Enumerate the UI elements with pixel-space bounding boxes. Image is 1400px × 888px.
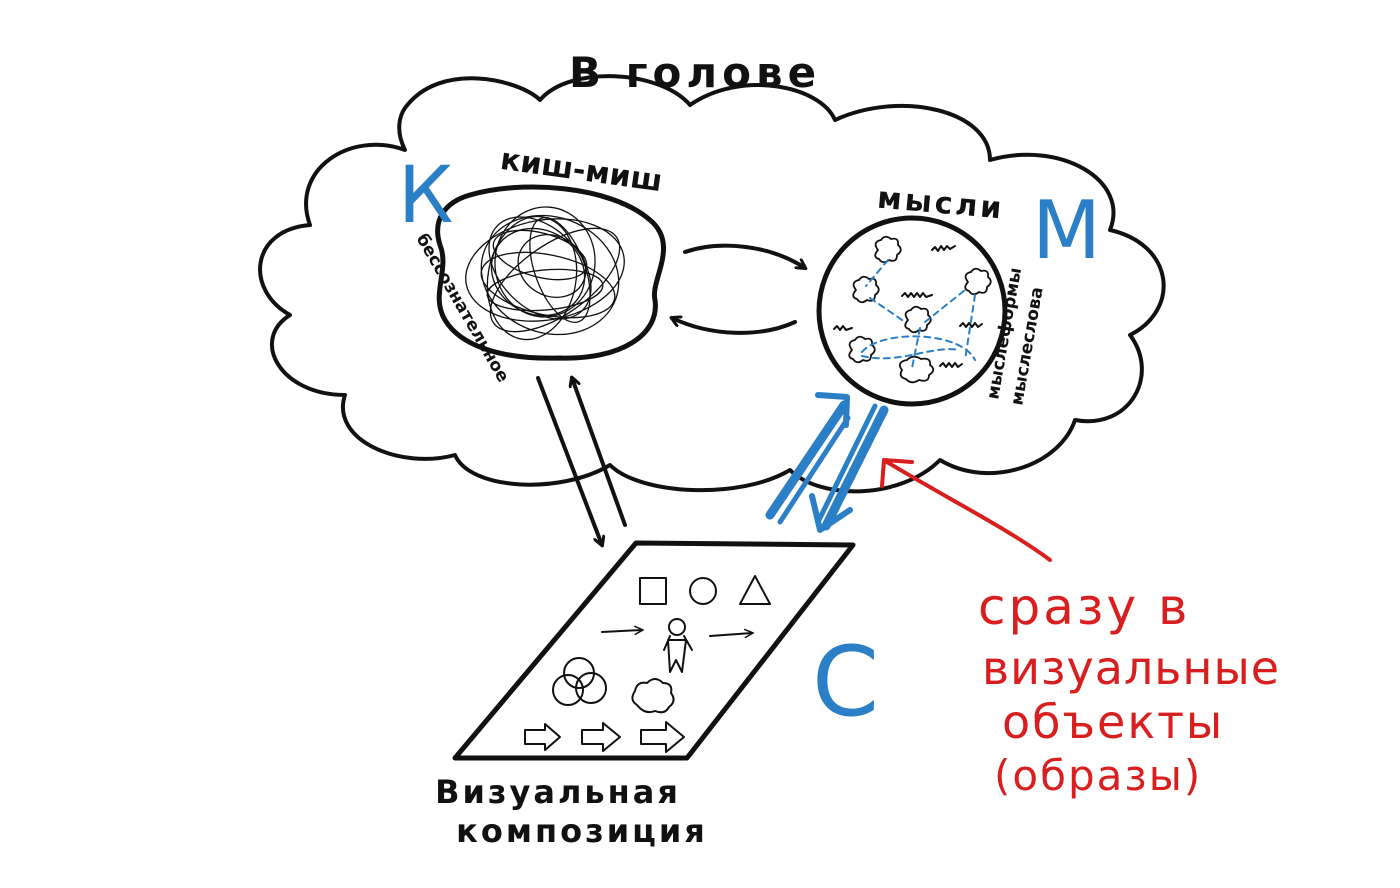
circle-icon [689,577,717,605]
composition-letter: С [812,626,879,738]
unconscious-blob [435,184,666,361]
arrow-composition-to-unconscious [572,378,627,527]
person-icon [663,618,693,673]
block-arrow-icon-1 [524,723,561,751]
block-arrow-icon-3 [640,721,685,753]
cloud-icon [631,678,675,714]
thought-clouds [848,235,992,384]
thought-links [861,259,976,369]
blue-arrow-up [765,392,851,525]
arrow-unconscious-to-thoughts [683,243,805,268]
composition-caption-2: композиция [456,812,708,850]
arrow-unconscious-to-composition [536,376,602,545]
block-arrow-icon-2 [581,722,621,752]
square-icon [639,577,667,605]
tangle-scribble [465,206,625,341]
composition-caption-1: Визуальная [435,773,681,811]
thought-words [833,245,983,368]
unconscious-letter: К [398,151,453,241]
note-line-2: визуальные [982,641,1280,695]
note-line-3: объекты [1002,695,1224,749]
arrow-left-small [601,630,642,632]
arrow-right-small [709,633,752,636]
cloud-title: В голове [569,48,821,97]
thoughts-circle [816,215,1008,407]
composition-sheet [452,540,856,761]
blue-arrow-down [809,403,889,533]
note-line-4: (образы) [994,751,1202,800]
sheet-shapes [524,575,771,753]
red-arrow [880,458,1052,562]
thoughts-letter: М [1032,184,1101,277]
venn-circles-icon [552,657,607,706]
triangle-icon [739,575,771,605]
arrow-thoughts-to-unconscious [672,318,797,335]
head-cloud [258,74,1166,494]
note-line-1: сразу в [978,578,1190,636]
